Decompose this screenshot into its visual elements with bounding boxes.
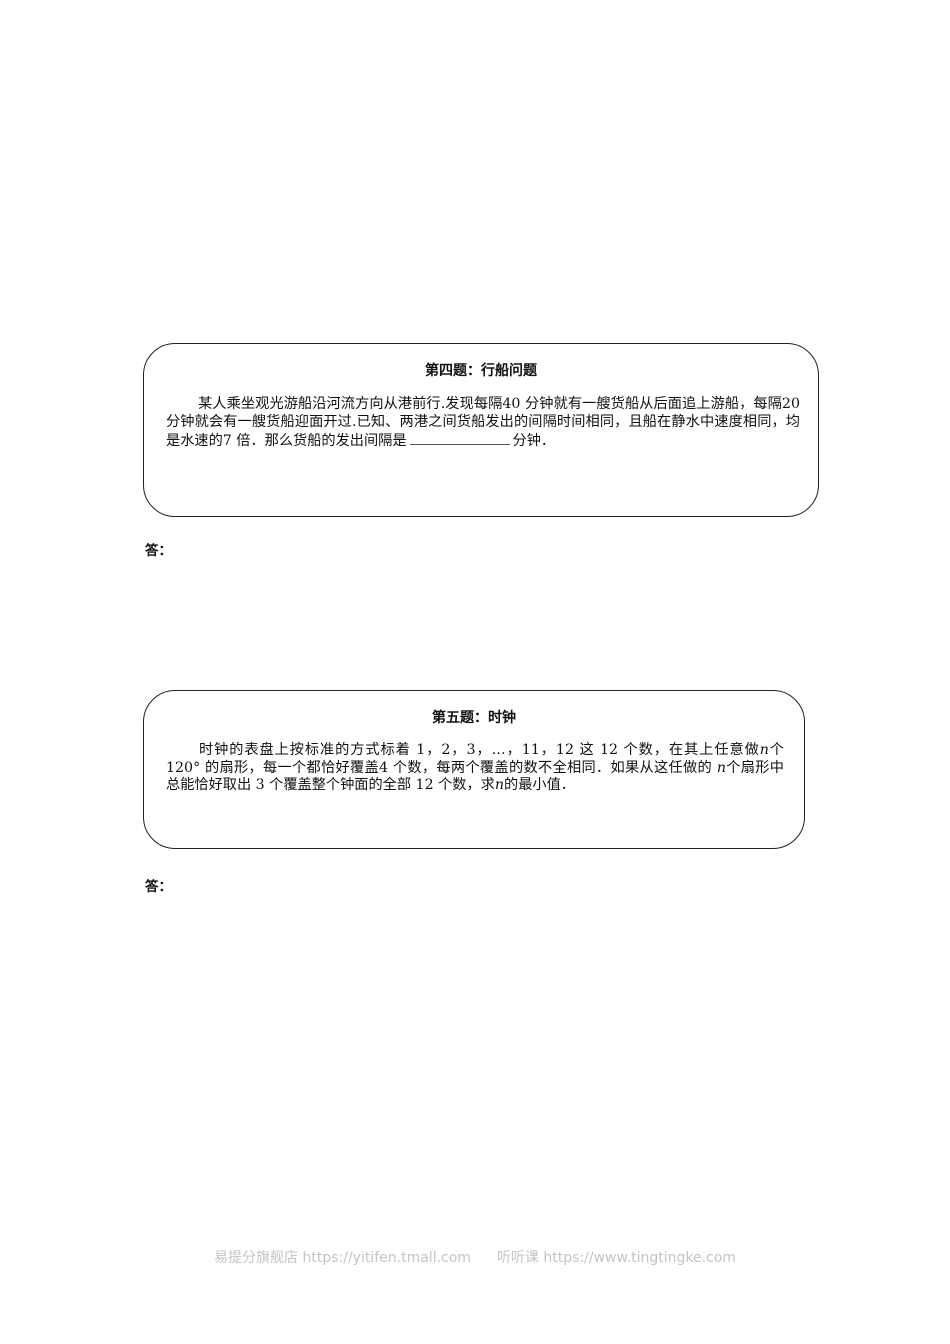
question-4-title: 第四题：行船问题 <box>425 363 537 379</box>
variable-n: n <box>716 759 726 776</box>
shop-url[interactable]: https://yitifen.tmall.com <box>302 1250 471 1266</box>
question-5-text-2: 个 120° 的扇形，每一个都恰好覆盖4 个数，每两个覆盖的数不全相同．如果从这… <box>166 742 784 776</box>
question-4-text-end: 分钟． <box>512 433 556 449</box>
variable-n: n <box>759 742 769 758</box>
course-url[interactable]: https://www.tingtingke.com <box>543 1250 736 1266</box>
variable-n: n <box>494 777 505 793</box>
question-5-title: 第五题：时钟 <box>432 710 516 726</box>
answer-label-5: 答： <box>145 879 172 895</box>
answer-blank <box>409 431 510 445</box>
question-5-box: 第五题：时钟 时钟的表盘上按标准的方式标着 1，2，3，…，11，12 这 12… <box>143 690 805 849</box>
shop-name: 易提分旗舰店 <box>214 1250 299 1266</box>
question-5-text-4: 的最小值． <box>504 777 575 793</box>
question-4-body: 某人乘坐观光游船沿河流方向从港前行.发现每隔40 分钟就有一艘货船从后面追上游船… <box>166 396 800 451</box>
footer-watermark: 易提分旗舰店 https://yitifen.tmall.com 听听课 http… <box>0 1247 950 1267</box>
question-4-box: 第四题：行船问题 某人乘坐观光游船沿河流方向从港前行.发现每隔40 分钟就有一艘… <box>143 343 819 517</box>
question-4-text: 某人乘坐观光游船沿河流方向从港前行.发现每隔40 分钟就有一艘货船从后面追上游船… <box>166 396 800 449</box>
answer-label-4: 答： <box>145 543 172 559</box>
course-name: 听听课 <box>496 1250 539 1266</box>
question-5-text-1: 时钟的表盘上按标准的方式标着 1，2，3，…，11，12 这 12 个数，在其上… <box>198 742 760 758</box>
question-5-text-3: 个扇形中总能恰好取出 3 个覆盖整个钟面的全部 12 个数，求 <box>166 759 784 794</box>
question-5-body: 时钟的表盘上按标准的方式标着 1，2，3，…，11，12 这 12 个数，在其上… <box>166 742 784 795</box>
